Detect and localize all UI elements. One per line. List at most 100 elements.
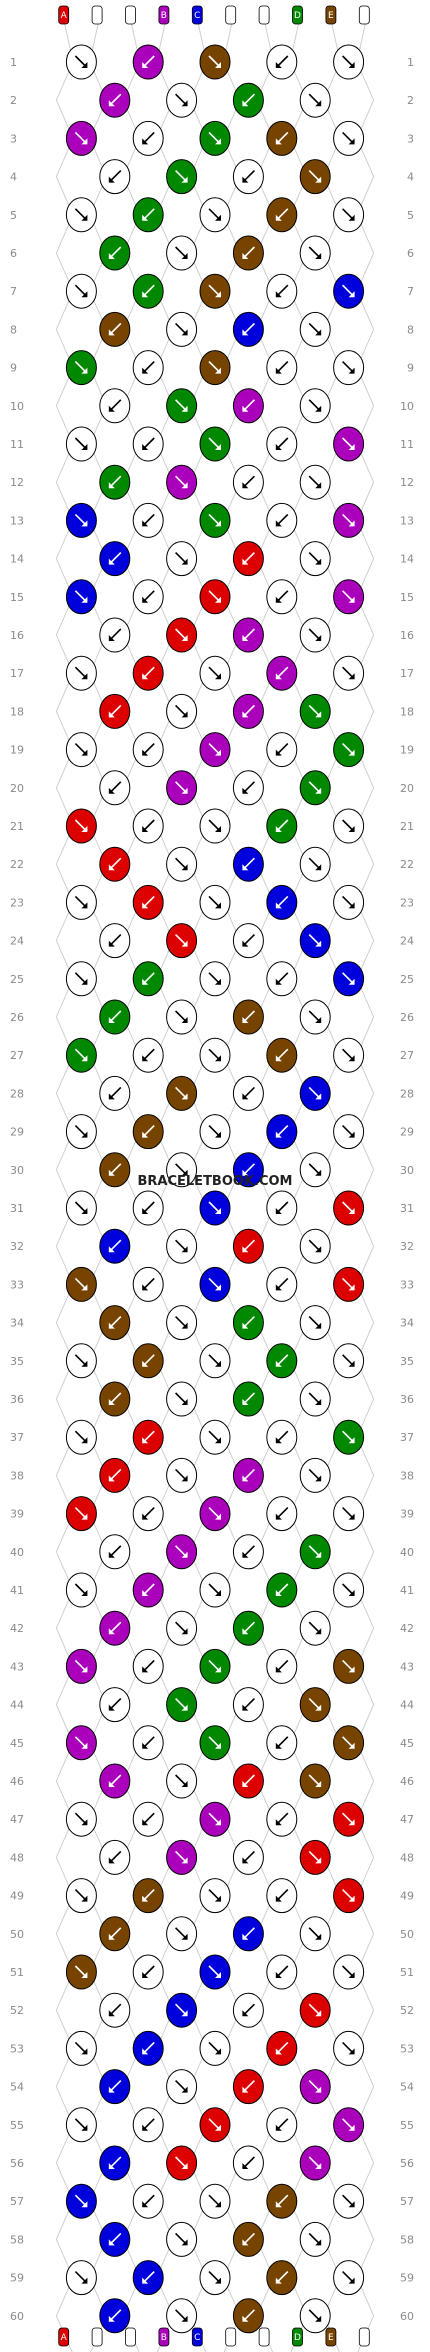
- knot: [132, 1725, 164, 1761]
- knot: [65, 273, 97, 309]
- knot: [132, 2183, 164, 2219]
- row-number: 15: [10, 591, 24, 604]
- knot: [65, 2030, 97, 2066]
- knot: [99, 464, 131, 500]
- arrow-head: [142, 673, 149, 680]
- arrow-head: [348, 1513, 355, 1520]
- row-number: 31: [400, 1202, 414, 1215]
- arrow-head: [275, 62, 282, 68]
- row-number: 8: [10, 323, 17, 336]
- knot: [99, 2298, 131, 2334]
- arrow-head: [348, 902, 355, 909]
- knot: [266, 350, 298, 386]
- knot: [199, 961, 231, 997]
- arrow-head: [242, 1551, 249, 1558]
- arrow-head: [181, 940, 188, 947]
- knot: [299, 2069, 331, 2105]
- arrow-head: [275, 749, 282, 756]
- arrow-head: [181, 1169, 188, 1176]
- row-number: 54: [10, 2081, 24, 2094]
- row-number: 21: [10, 820, 24, 833]
- arrow-head: [348, 1360, 355, 1367]
- knot: [65, 350, 97, 386]
- arrow-head: [181, 1399, 188, 1405]
- arrow-head: [181, 2239, 188, 2246]
- knot: [299, 846, 331, 882]
- row-number: 60: [400, 2310, 414, 2323]
- strand-tag-bottom: E: [325, 2327, 337, 2347]
- knot: [299, 2298, 331, 2334]
- knot: [99, 82, 131, 118]
- arrow-head: [142, 367, 149, 374]
- arrow-head: [108, 1628, 115, 1635]
- row-number: 9: [10, 362, 17, 375]
- arrow-head: [315, 2315, 322, 2322]
- row-number: 8: [407, 323, 414, 336]
- row-number: 27: [400, 1049, 414, 1062]
- knot: [132, 2030, 164, 2066]
- knot: [65, 808, 97, 844]
- arrow-head: [81, 749, 88, 756]
- knot: [266, 1878, 298, 1914]
- knot: [166, 1381, 198, 1417]
- row-number: 50: [400, 1928, 414, 1941]
- strand-letter: C: [194, 11, 200, 21]
- row-number: 24: [10, 935, 24, 948]
- row-number: 22: [400, 858, 414, 871]
- arrow-head: [275, 520, 282, 527]
- knot: [132, 426, 164, 462]
- arrow-head: [215, 749, 221, 756]
- arrow-head: [315, 1551, 322, 1558]
- knot: [266, 579, 298, 615]
- knot: [166, 1916, 198, 1952]
- arrow-head: [181, 1933, 188, 1940]
- arrow-head: [315, 635, 322, 641]
- arrow-head: [181, 1704, 188, 1711]
- row-number: 33: [400, 1278, 414, 1291]
- knot: [166, 2221, 198, 2257]
- knot: [266, 655, 298, 691]
- arrow-head: [142, 138, 149, 145]
- knot: [232, 541, 264, 577]
- strand-tag-top: C: [191, 5, 203, 25]
- knot: [333, 426, 365, 462]
- knot: [132, 2260, 164, 2296]
- knot: [232, 1763, 264, 1799]
- arrow-head: [108, 405, 115, 412]
- arrow-head: [108, 2086, 115, 2093]
- arrow-head: [142, 520, 149, 527]
- knot: [166, 846, 198, 882]
- arrow-head: [315, 1017, 322, 1023]
- arrow-head: [81, 1513, 88, 1520]
- row-number: 50: [10, 1928, 24, 1941]
- knot: [333, 1725, 365, 1761]
- arrow-head: [142, 1819, 149, 1826]
- arrow-head: [315, 1628, 322, 1635]
- strand-letter: F: [95, 11, 100, 21]
- arrow-head: [242, 482, 249, 489]
- knot: [65, 579, 97, 615]
- row-number: 51: [10, 1966, 24, 1979]
- arrow-head: [215, 1513, 221, 1520]
- knot: [199, 502, 231, 538]
- knot: [266, 1190, 298, 1226]
- arrow-head: [242, 253, 249, 259]
- knot: [199, 350, 231, 386]
- arrow-head: [275, 1972, 282, 1978]
- arrow-head: [181, 100, 188, 107]
- arrow-head: [215, 2201, 221, 2208]
- arrow-head: [142, 749, 149, 756]
- arrow-head: [275, 1131, 282, 1138]
- knot: [266, 884, 298, 920]
- arrow-head: [108, 100, 115, 107]
- arrow-head: [275, 1437, 282, 1444]
- arrow-head: [348, 978, 355, 985]
- strand-tag-bottom: C: [191, 2327, 203, 2347]
- arrow-head: [108, 635, 115, 641]
- knot: [199, 426, 231, 462]
- arrow-head: [348, 1131, 355, 1138]
- knot: [132, 808, 164, 844]
- arrow-head: [108, 864, 115, 871]
- arrow-head: [181, 711, 188, 718]
- knot: [132, 1878, 164, 1914]
